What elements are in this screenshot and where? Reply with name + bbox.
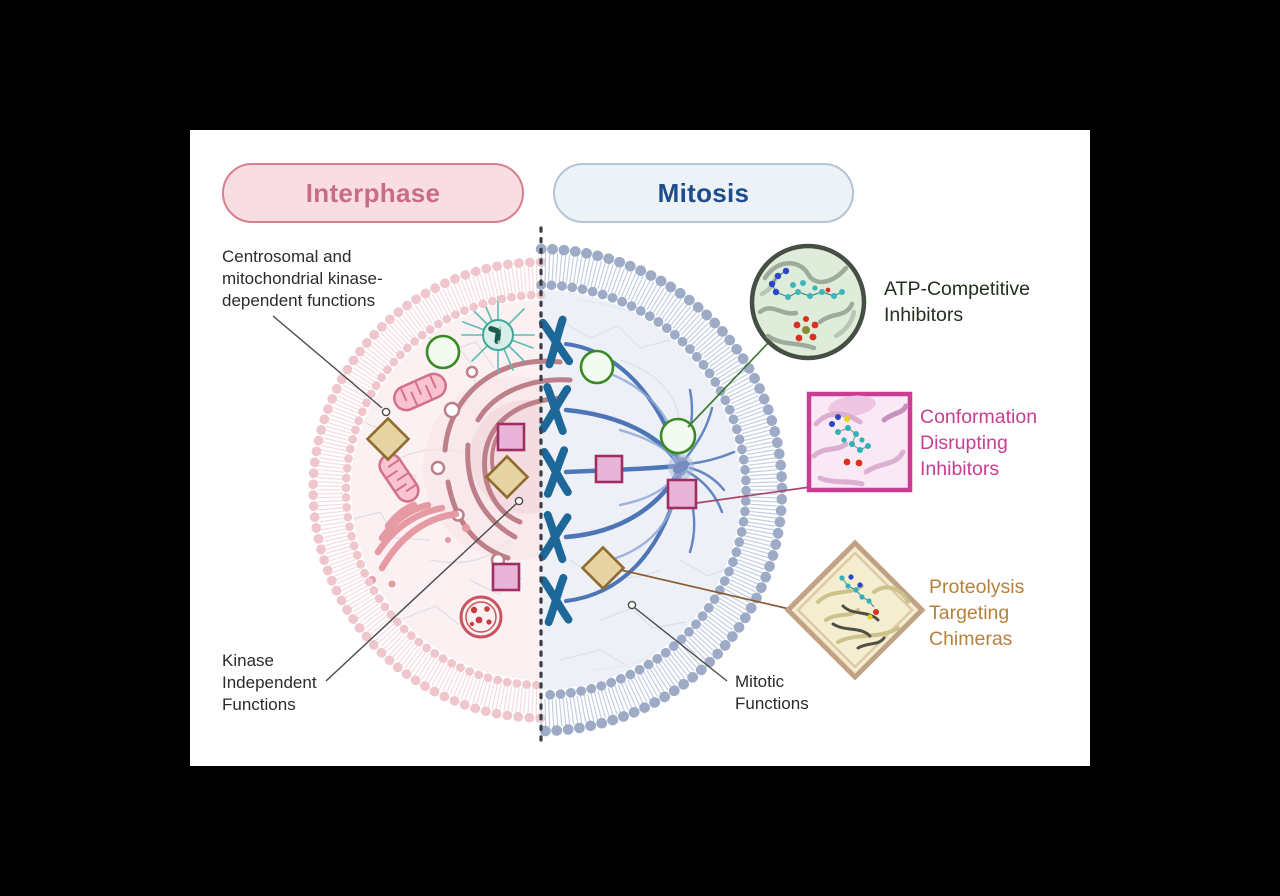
green-circle-marker-icon: [579, 349, 615, 385]
centrosome-aster-icon: [461, 296, 535, 374]
protac-inset: [784, 539, 926, 681]
centrosomal-functions-label: Centrosomal and mitochondrial kinase- de…: [222, 247, 383, 310]
conformation-inhibitor-inset: [806, 391, 913, 493]
mitotic-functions-label: Mitotic Functions: [735, 672, 809, 713]
membrane-outer-right: [535, 243, 788, 737]
mitosis-pill-label: Mitosis: [657, 177, 750, 208]
golgi-apparatus-icon: [374, 501, 460, 572]
atp-competitive-inhibitors-label: ATP-Competitive Inhibitors: [884, 278, 1030, 326]
mitosis-pill: Mitosis: [553, 163, 854, 223]
membrane-inner-left: [341, 290, 546, 690]
conformation-connector-line: [696, 486, 811, 504]
spindle-pole-icon: [668, 454, 694, 480]
leader-lines: [272, 315, 728, 682]
membrane-tails-right: [540, 253, 778, 727]
tan-diamond-marker-icon: [484, 454, 530, 500]
atp-inhibitor-inset: [749, 243, 867, 361]
protac-marker-diamonds: [365, 416, 626, 591]
green-circle-marker-icon: [425, 334, 461, 370]
pink-square-marker-icon: [496, 422, 526, 452]
atp-connector-line: [687, 341, 770, 428]
interphase-pill: Interphase: [222, 163, 524, 223]
green-circle-marker-icon: [659, 417, 697, 455]
proteolysis-targeting-chimeras-label: Proteolysis Targeting Chimeras: [929, 576, 1025, 650]
membrane-outer-left: [308, 257, 546, 723]
tan-diamond-marker-icon: [365, 416, 411, 462]
phosphate-group-icon: [793, 316, 819, 342]
membrane-tails-left: [317, 266, 542, 714]
lysosome-icon: [459, 595, 503, 639]
mitochondrion-icon: [378, 372, 447, 503]
interphase-pill-label: Interphase: [305, 177, 441, 208]
protac-connector-line: [620, 569, 799, 612]
pink-square-marker-icon: [594, 454, 624, 484]
cell-membrane: [308, 243, 788, 737]
kinase-independent-functions-label: Kinase Independent Functions: [222, 651, 317, 714]
pink-square-marker-icon: [491, 562, 521, 592]
membrane-inner-right: [536, 280, 751, 700]
tan-diamond-marker-icon: [580, 545, 626, 591]
conformation-marker-squares: [491, 422, 698, 592]
pink-square-marker-icon: [666, 478, 698, 510]
atp-marker-circles: [425, 334, 697, 455]
conformation-disrupting-inhibitors-label: Conformation Disrupting Inhibitors: [920, 406, 1038, 480]
